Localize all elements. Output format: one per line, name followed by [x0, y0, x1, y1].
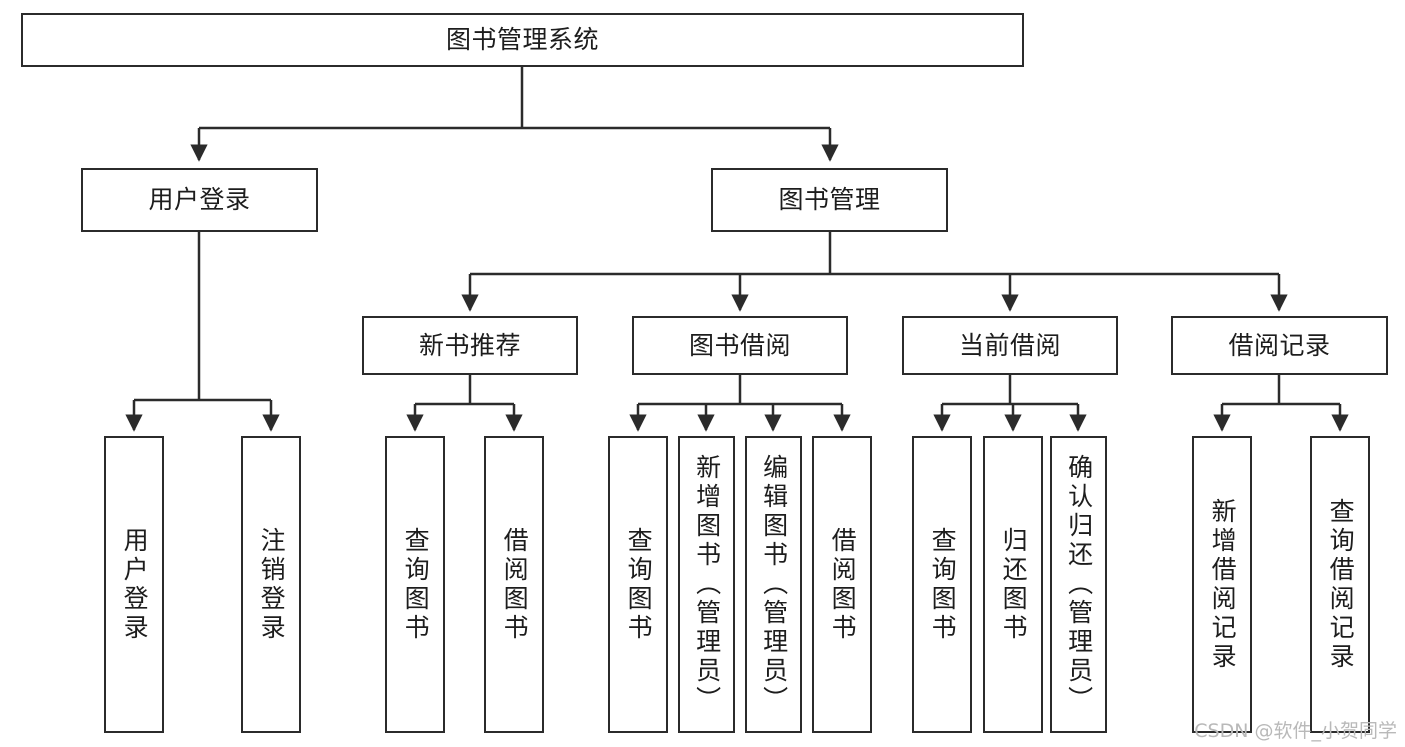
node-leaf-query-book-3[interactable]: 查询图书 [912, 436, 972, 733]
node-leaf-edit-book-admin[interactable]: 编辑图书（管理员） [745, 436, 802, 733]
node-leaf-query-book-1[interactable]: 查询图书 [385, 436, 445, 733]
node-leaf-query-book-1-label: 查询图书 [401, 526, 431, 643]
node-book-borrow-label: 图书借阅 [688, 330, 791, 360]
node-leaf-query-book-2[interactable]: 查询图书 [608, 436, 668, 733]
node-leaf-borrow-book-1[interactable]: 借阅图书 [484, 436, 544, 733]
node-leaf-confirm-return-admin-label: 确认归还（管理员） [1064, 454, 1094, 715]
node-user-login-label: 用户登录 [148, 185, 251, 215]
node-leaf-borrow-book-2-label: 借阅图书 [828, 526, 858, 643]
node-current-borrow[interactable]: 当前借阅 [902, 316, 1118, 375]
node-leaf-add-borrow-record[interactable]: 新增借阅记录 [1192, 436, 1252, 733]
node-leaf-return-book-label: 归还图书 [999, 526, 1029, 643]
node-leaf-borrow-book-1-label: 借阅图书 [500, 526, 530, 643]
node-leaf-query-book-3-label: 查询图书 [928, 526, 958, 643]
node-book-manage[interactable]: 图书管理 [711, 168, 948, 232]
node-root-label: 图书管理系统 [445, 25, 599, 55]
node-leaf-confirm-return-admin[interactable]: 确认归还（管理员） [1050, 436, 1107, 733]
node-leaf-logout-login[interactable]: 注销登录 [241, 436, 301, 733]
node-leaf-query-book-2-label: 查询图书 [624, 526, 654, 643]
node-leaf-user-login[interactable]: 用户登录 [104, 436, 164, 733]
node-leaf-add-borrow-record-label: 新增借阅记录 [1208, 497, 1238, 672]
node-leaf-add-book-admin-label: 新增图书（管理员） [692, 454, 722, 715]
node-leaf-query-borrow-record-label: 查询借阅记录 [1326, 497, 1356, 672]
node-leaf-query-borrow-record[interactable]: 查询借阅记录 [1310, 436, 1370, 733]
node-leaf-return-book[interactable]: 归还图书 [983, 436, 1043, 733]
node-borrow-record[interactable]: 借阅记录 [1171, 316, 1388, 375]
node-leaf-borrow-book-2[interactable]: 借阅图书 [812, 436, 872, 733]
node-leaf-logout-login-label: 注销登录 [257, 526, 287, 643]
node-new-book-recommend[interactable]: 新书推荐 [362, 316, 578, 375]
node-new-book-recommend-label: 新书推荐 [418, 330, 521, 360]
node-leaf-edit-book-admin-label: 编辑图书（管理员） [759, 454, 789, 715]
node-borrow-record-label: 借阅记录 [1228, 330, 1331, 360]
node-current-borrow-label: 当前借阅 [958, 330, 1061, 360]
node-user-login[interactable]: 用户登录 [81, 168, 318, 232]
node-leaf-user-login-label: 用户登录 [120, 526, 150, 643]
node-book-manage-label: 图书管理 [778, 185, 881, 215]
node-book-borrow[interactable]: 图书借阅 [632, 316, 848, 375]
node-leaf-add-book-admin[interactable]: 新增图书（管理员） [678, 436, 735, 733]
node-root[interactable]: 图书管理系统 [21, 13, 1024, 67]
